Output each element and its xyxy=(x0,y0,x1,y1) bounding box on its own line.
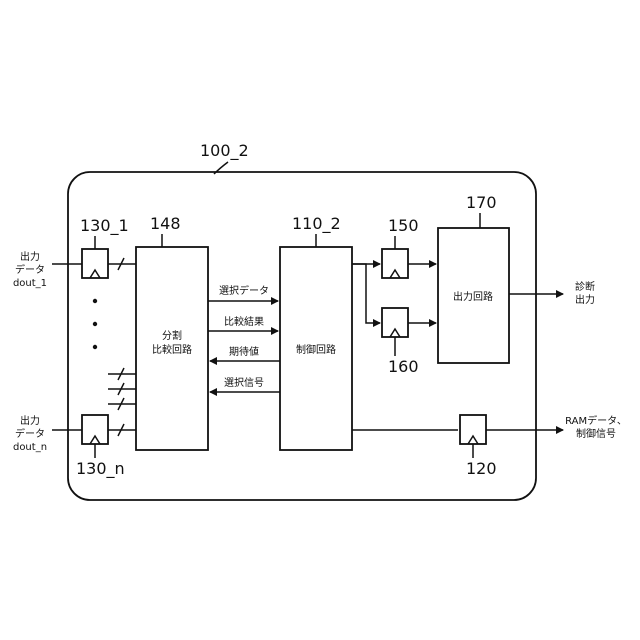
input-bottom-label-1: 出力 xyxy=(20,414,40,427)
ram-output-label-1: RAMデータ、 xyxy=(565,414,627,427)
ram-output-label-2: 制御信号 xyxy=(576,427,616,440)
control-label: 制御回路 xyxy=(296,343,336,356)
diag-output-label-1: 診断 xyxy=(575,280,595,293)
input-top-label-2: データ xyxy=(15,263,45,276)
input-bottom-label-2: データ xyxy=(15,427,45,440)
ff-150 xyxy=(382,249,408,278)
ff-160 xyxy=(382,308,408,337)
input-top-label-1: 出力 xyxy=(20,250,40,263)
control-ref: 110_2 xyxy=(292,214,341,234)
ff-input-top-ref: 130_1 xyxy=(80,216,129,236)
ellipsis-dot-1 xyxy=(93,299,97,303)
input-bottom-label-3: dout_n xyxy=(13,442,47,453)
ff-150-ref: 150 xyxy=(388,216,419,235)
select-data-label: 選択データ xyxy=(219,284,269,297)
split-compare-label-1: 分割 xyxy=(162,329,182,342)
ff-120 xyxy=(460,415,486,444)
output-label: 出力回路 xyxy=(453,290,493,303)
ff-input-bottom-ref: 130_n xyxy=(76,459,125,479)
diag-output-label-2: 出力 xyxy=(575,293,595,306)
system-ref-label: 100_2 xyxy=(200,141,249,161)
split-compare-ref: 148 xyxy=(150,214,181,233)
select-signal-label: 選択信号 xyxy=(224,376,264,389)
ellipsis-dot-3 xyxy=(93,345,97,349)
expected-value-label: 期待値 xyxy=(229,345,259,358)
ellipsis-dot-2 xyxy=(93,322,97,326)
ff-input-top xyxy=(82,249,108,278)
ff-input-bottom xyxy=(82,415,108,444)
ff-120-ref: 120 xyxy=(466,459,497,478)
compare-result-label: 比較結果 xyxy=(224,315,264,328)
output-ref: 170 xyxy=(466,193,497,212)
split-compare-label-2: 比較回路 xyxy=(152,343,192,356)
ff-160-ref: 160 xyxy=(388,357,419,376)
input-top-label-3: dout_1 xyxy=(13,278,47,289)
